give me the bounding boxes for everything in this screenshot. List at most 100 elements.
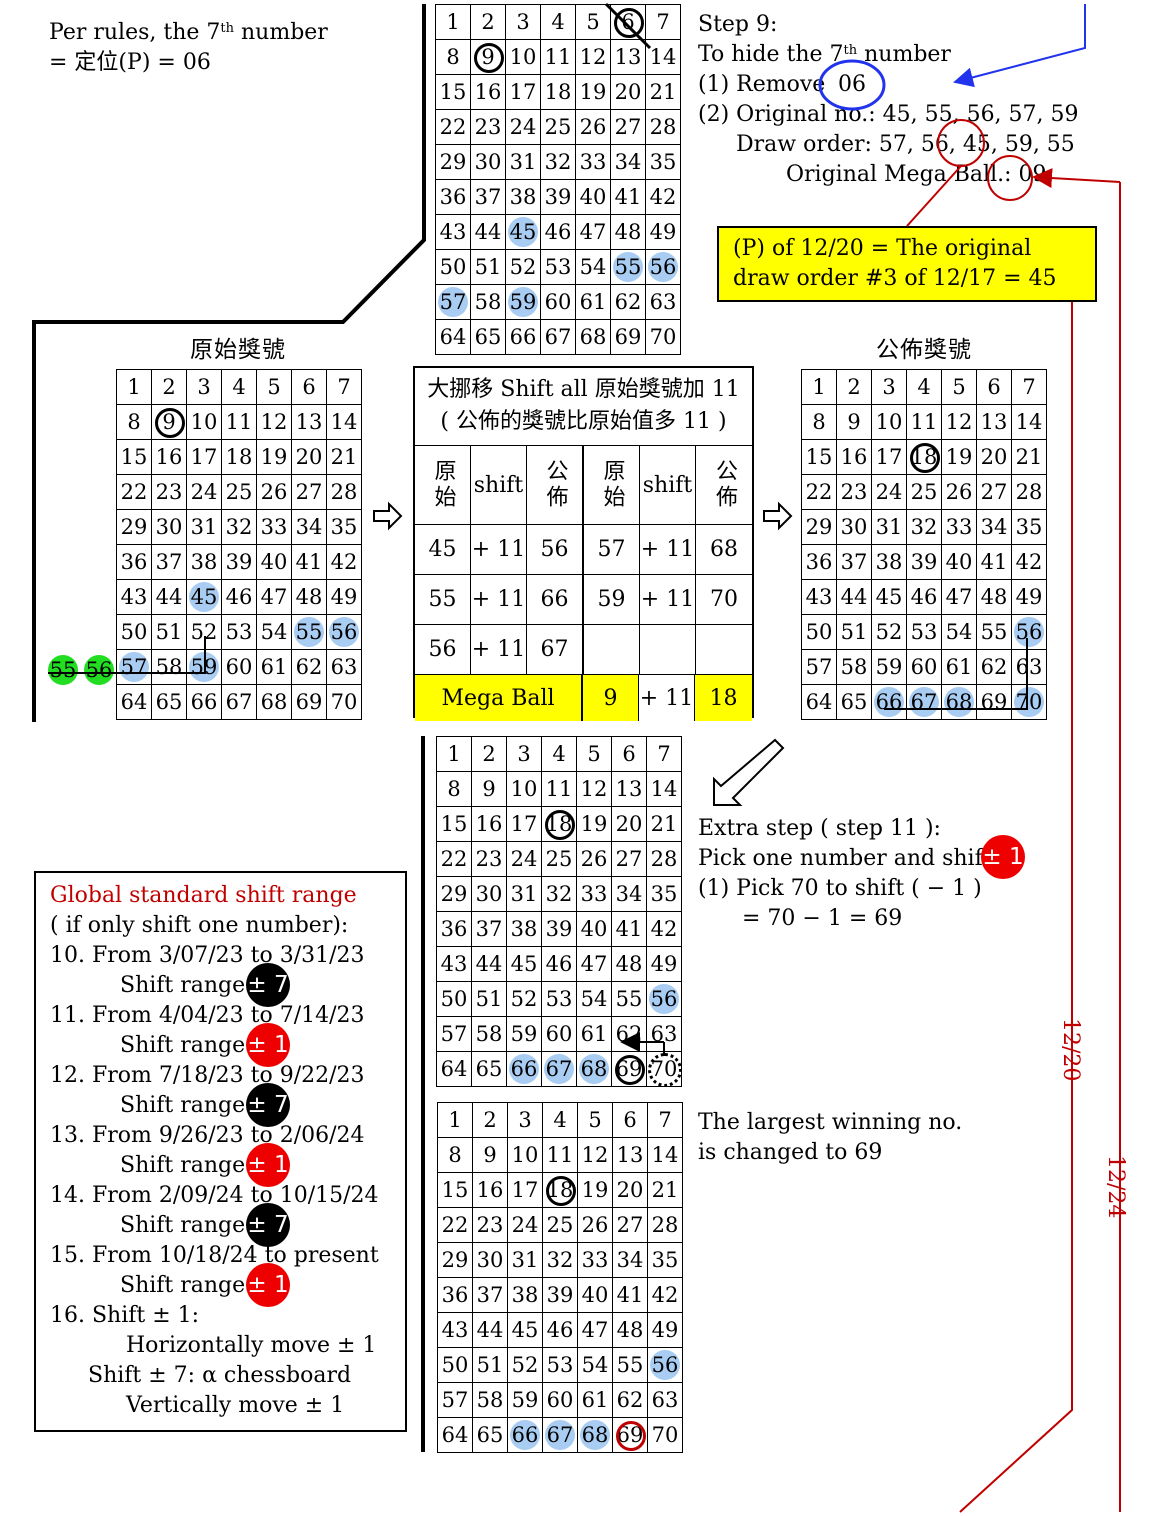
global-box-title: Global standard shift range xyxy=(50,883,357,908)
cell: 66 xyxy=(527,575,584,624)
shift-table-header-row: 原始 shift 公佈 原始 shift 公佈 xyxy=(415,446,752,525)
grid-number: 1 xyxy=(447,742,461,766)
grid-cell-60: 60 xyxy=(540,284,576,320)
grid-cell-50: 50 xyxy=(436,981,472,1017)
grid-number: 33 xyxy=(260,515,288,539)
grid-number: 24 xyxy=(875,480,903,504)
grid-number: 5 xyxy=(952,375,966,399)
grid-cell-30: 30 xyxy=(470,144,506,180)
grid-number: 17 xyxy=(510,812,538,836)
grid-cell-43: 43 xyxy=(116,579,152,615)
grid-cell-70: 70 xyxy=(646,1051,682,1087)
grid-cell-59: 59 xyxy=(507,1382,543,1418)
grid-number: 9 xyxy=(847,410,861,434)
grid-number: 29 xyxy=(805,515,833,539)
cell: + 11 xyxy=(471,625,527,674)
grid-number: 43 xyxy=(805,585,833,609)
step9-line4: Draw order: 57, 56, 45, 59, 55 xyxy=(736,132,1075,157)
grid-cell-44: 44 xyxy=(151,579,187,615)
grid-cell-57: 57 xyxy=(435,284,471,320)
grid-number: 32 xyxy=(544,150,572,174)
grid-number: 17 xyxy=(875,445,903,469)
extra-step-line4: = 70 − 1 = 69 xyxy=(742,906,903,931)
grid-number: 50 xyxy=(805,620,833,644)
grid-cell-5: 5 xyxy=(256,369,292,405)
grid-cell-43: 43 xyxy=(437,1312,473,1348)
grid-number: 17 xyxy=(511,1178,539,1202)
grid-number: 35 xyxy=(330,515,358,539)
grid-number: 32 xyxy=(910,515,938,539)
grid-cell-48: 48 xyxy=(291,579,327,615)
grid-number: 18 xyxy=(910,445,938,469)
step9-line2: (1) Remove xyxy=(698,72,826,97)
grid-cell-9: 9 xyxy=(151,404,187,440)
step9-line1-end: number xyxy=(857,42,951,67)
grid-number: 26 xyxy=(580,847,608,871)
grid-cell-28: 28 xyxy=(1011,474,1047,510)
yellow-note: (P) of 12/20 = The original draw order #… xyxy=(717,226,1097,302)
rule-note-line2: = 定位(P) = 06 xyxy=(49,50,211,75)
grid-number: 27 xyxy=(616,1213,644,1237)
grid-cell-32: 32 xyxy=(541,876,577,912)
grid-number: 34 xyxy=(295,515,323,539)
grid-number: 46 xyxy=(545,952,573,976)
grid-cell-44: 44 xyxy=(836,579,872,615)
grid-number: 23 xyxy=(155,480,183,504)
grid-cell-6: 6 xyxy=(291,369,327,405)
grid-number: 20 xyxy=(295,445,323,469)
grid-cell-49: 49 xyxy=(646,946,682,982)
grid-cell-53: 53 xyxy=(542,1347,578,1383)
grid-number: 63 xyxy=(650,1022,678,1046)
grid-cell-61: 61 xyxy=(577,1382,613,1418)
grid-cell-61: 61 xyxy=(941,649,977,685)
grid-cell-26: 26 xyxy=(577,1207,613,1243)
grid-cell-25: 25 xyxy=(221,474,257,510)
grid-cell-20: 20 xyxy=(612,1172,648,1208)
grid-number: 52 xyxy=(875,620,903,644)
grid-number: 33 xyxy=(579,150,607,174)
grid-number: 51 xyxy=(474,255,502,279)
grid-cell-69: 69 xyxy=(612,1417,648,1453)
grid-cell-42: 42 xyxy=(645,179,681,215)
grid-number: 52 xyxy=(511,1353,539,1377)
grid-cell-16: 16 xyxy=(151,439,187,475)
shift-range-label: Shift range: xyxy=(120,1153,253,1178)
grid-cell-11: 11 xyxy=(541,771,577,807)
grid-cell-16: 16 xyxy=(470,74,506,110)
grid-number: 21 xyxy=(330,445,358,469)
rule-note-sup: th xyxy=(220,21,234,36)
grid-number: 42 xyxy=(650,917,678,941)
grid-cell-6: 6 xyxy=(612,1102,648,1138)
grid-number: 3 xyxy=(518,1108,532,1132)
grid-cell-14: 14 xyxy=(326,404,362,440)
grid-cell-49: 49 xyxy=(647,1312,683,1348)
grid-number: 7 xyxy=(1022,375,1036,399)
grid-cell-31: 31 xyxy=(505,144,541,180)
grid-cell-52: 52 xyxy=(507,1347,543,1383)
grid-number: 67 xyxy=(910,690,938,714)
grid-cell-67: 67 xyxy=(540,319,576,355)
grid-cell-25: 25 xyxy=(906,474,942,510)
grid-number: 43 xyxy=(120,585,148,609)
grid-number: 63 xyxy=(649,290,677,314)
grid-number: 21 xyxy=(649,80,677,104)
grid-number: 49 xyxy=(1015,585,1043,609)
grid-cell-48: 48 xyxy=(976,579,1012,615)
grid-cell-7: 7 xyxy=(647,1102,683,1138)
grid-number: 12 xyxy=(579,45,607,69)
grid-number: 59 xyxy=(875,655,903,679)
col-published-2: 公佈 xyxy=(712,459,737,511)
mega-ball-published: 18 xyxy=(709,685,738,711)
grid-number: 50 xyxy=(440,987,468,1011)
grid-cell-42: 42 xyxy=(326,544,362,580)
cell: 56 xyxy=(527,525,584,574)
grid-cell-50: 50 xyxy=(437,1347,473,1383)
grid-cell-60: 60 xyxy=(541,1016,577,1052)
